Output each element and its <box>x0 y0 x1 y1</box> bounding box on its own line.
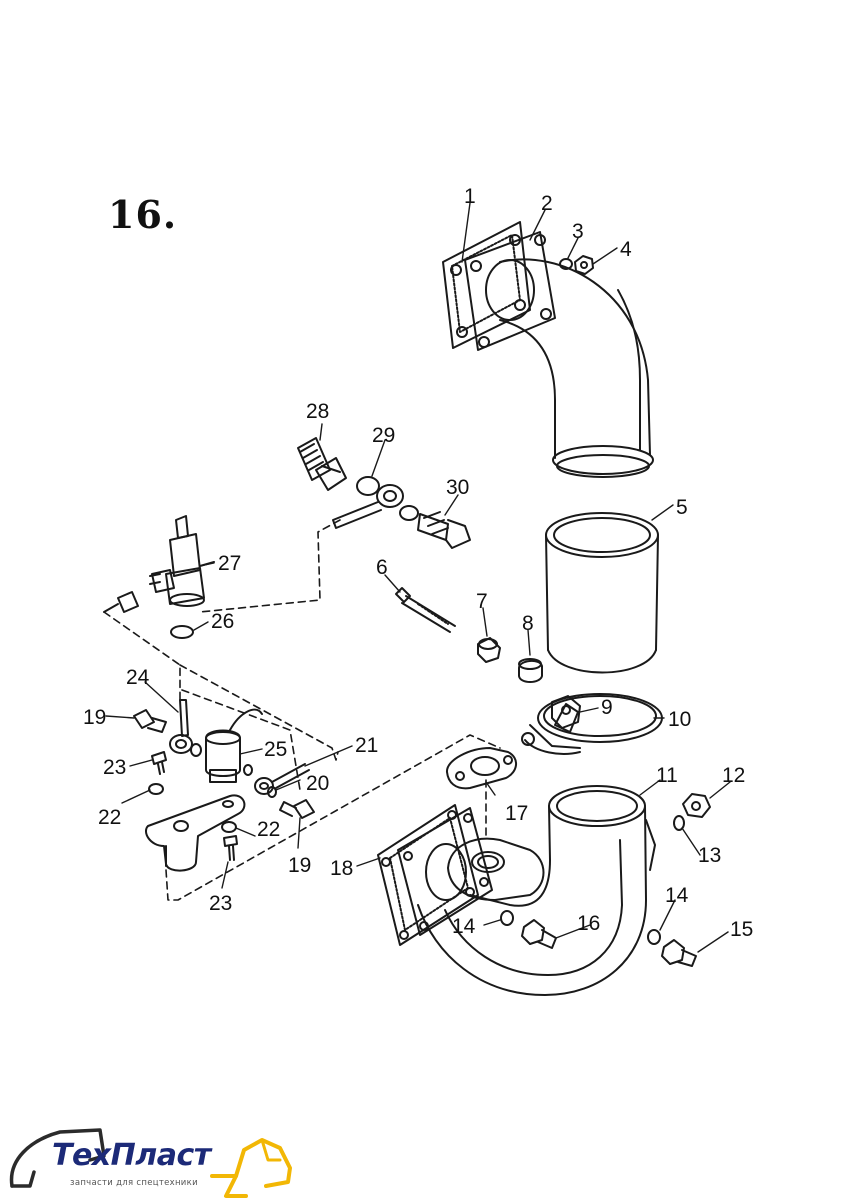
part-25-solenoid <box>205 708 263 783</box>
part-11-flange <box>397 807 493 936</box>
part-1-gasket <box>442 221 531 349</box>
part-14-washer-b <box>647 929 661 945</box>
part-10-band-clamp <box>521 693 663 755</box>
part-11-lower-elbow <box>417 785 656 996</box>
part-17-gasket <box>446 747 517 790</box>
part-19-bolt-a <box>133 709 167 733</box>
figure-number: 16. <box>108 192 178 237</box>
label-part-20: 20 <box>306 772 329 795</box>
logo-left-arm <box>9 1128 106 1188</box>
part-15-bolt <box>661 939 697 967</box>
label-part-13: 13 <box>698 844 721 867</box>
part-number-labels: 1 2 3 4 5 6 7 8 9 10 11 12 13 14 14 15 1… <box>83 185 753 941</box>
part-13-washer <box>673 815 685 831</box>
part-7-spacer <box>477 637 501 663</box>
label-part-19-b: 19 <box>288 854 311 877</box>
part-28-fitting <box>297 437 347 491</box>
label-part-23-b: 23 <box>209 892 232 915</box>
part-19-bolt-b <box>279 799 315 819</box>
part-27-tee <box>149 515 215 607</box>
part-23-screw-b <box>223 835 238 861</box>
banjo-line <box>332 484 404 529</box>
label-part-4: 4 <box>620 238 632 261</box>
part-3-washer <box>559 258 573 270</box>
label-part-28: 28 <box>306 400 329 423</box>
label-part-22-b: 22 <box>257 818 280 841</box>
part-26-ring <box>170 625 194 639</box>
part-16-bolt <box>521 919 557 949</box>
label-part-21: 21 <box>355 734 378 757</box>
assembly-lines <box>103 519 501 901</box>
part-27-screw <box>103 591 139 613</box>
logo-brand-name: ТехПласт <box>52 1138 211 1173</box>
leader-lines <box>105 202 731 953</box>
label-part-22-a: 22 <box>98 806 121 829</box>
label-part-19-a: 19 <box>83 706 106 729</box>
part-4-nut <box>574 255 594 275</box>
logo-tagline: запчасти для спецтехники <box>70 1178 198 1188</box>
label-part-2: 2 <box>541 192 553 215</box>
label-part-15: 15 <box>730 918 753 941</box>
label-part-14-b: 14 <box>665 884 689 907</box>
label-part-8: 8 <box>522 612 534 635</box>
label-part-16: 16 <box>577 912 600 935</box>
label-part-29: 29 <box>372 424 395 447</box>
label-part-24: 24 <box>126 666 150 689</box>
label-part-18: 18 <box>330 857 353 880</box>
part-22-washer-b <box>221 821 237 833</box>
label-part-23-a: 23 <box>103 756 126 779</box>
logo-right-arm <box>210 1138 292 1188</box>
part-2-upper-elbow <box>464 231 654 478</box>
part-24-banjo <box>169 699 193 754</box>
logo-artwork <box>9 1128 292 1198</box>
label-part-1: 1 <box>464 185 476 208</box>
label-part-30: 30 <box>446 476 469 499</box>
part-12-nut <box>682 793 711 818</box>
part-29-ring <box>356 476 380 496</box>
label-part-14-a: 14 <box>452 915 476 938</box>
label-part-5: 5 <box>676 496 688 519</box>
label-part-11: 11 <box>656 764 678 787</box>
label-part-27: 27 <box>218 552 241 575</box>
label-part-10: 10 <box>668 708 691 731</box>
part-8-nut <box>518 658 543 683</box>
part-6-bolt <box>395 587 456 633</box>
label-part-25: 25 <box>264 738 287 761</box>
part-22-washer-a <box>148 783 164 795</box>
part-23-screw-a <box>151 751 167 775</box>
part-5-sleeve <box>545 512 659 674</box>
label-part-12: 12 <box>722 764 745 787</box>
part-9-block <box>551 695 581 729</box>
label-part-6: 6 <box>376 556 388 579</box>
label-part-9: 9 <box>601 696 613 719</box>
label-part-3: 3 <box>572 220 584 243</box>
label-part-17: 17 <box>505 802 528 825</box>
part-21-line <box>254 763 310 795</box>
label-part-7: 7 <box>476 590 488 613</box>
part-30-bolt <box>399 505 471 549</box>
label-part-26: 26 <box>211 610 234 633</box>
part-11-boss <box>447 837 545 901</box>
mounting-bracket <box>145 794 246 872</box>
part-14-washer-a <box>500 910 514 926</box>
